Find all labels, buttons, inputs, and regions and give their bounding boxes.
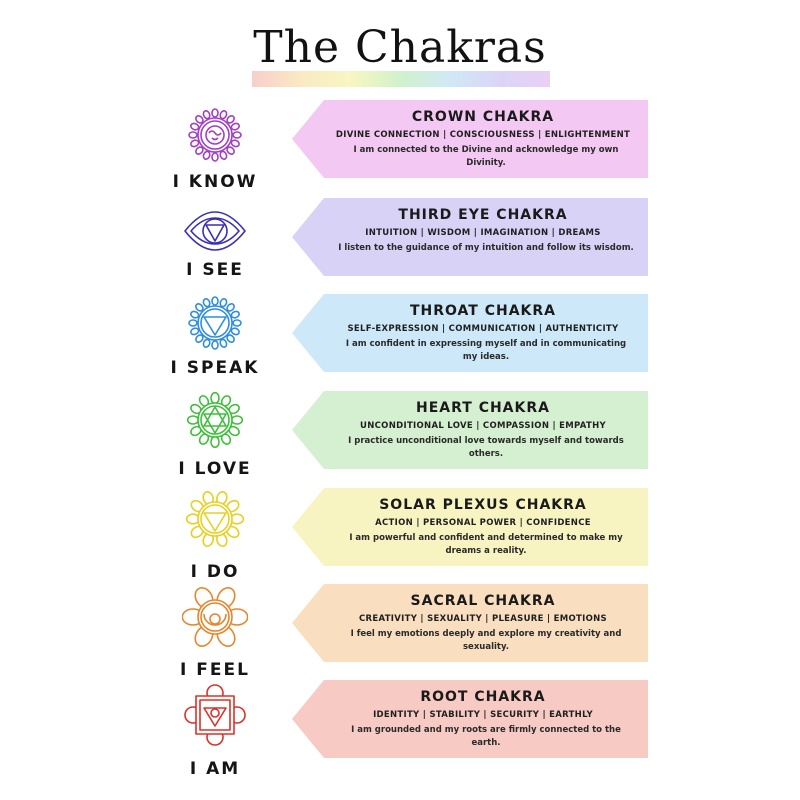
header: The Chakras bbox=[0, 18, 800, 88]
chakra-name: ROOT CHAKRA bbox=[420, 689, 546, 705]
heart-chakra-icon bbox=[182, 387, 248, 453]
chakra-keywords: IDENTITY | STABILITY | SECURITY | EARTHL… bbox=[373, 710, 593, 720]
chakra-keywords: INTUITION | WISDOM | IMAGINATION | DREAM… bbox=[365, 228, 601, 238]
chakra-card: SOLAR PLEXUS CHAKRA ACTION | PERSONAL PO… bbox=[292, 488, 648, 566]
affirmation-label: I DO bbox=[190, 562, 240, 582]
chakra-card: THIRD EYE CHAKRA INTUITION | WISDOM | IM… bbox=[292, 198, 648, 276]
sacral-chakra-icon bbox=[182, 584, 248, 650]
chakra-keywords: DIVINE CONNECTION | CONSCIOUSNESS | ENLI… bbox=[335, 130, 631, 140]
chakra-description: I am confident in expressing myself and … bbox=[345, 339, 627, 362]
chakra-name: THROAT CHAKRA bbox=[409, 303, 557, 319]
chakra-card: THROAT CHAKRA SELF-EXPRESSION | COMMUNIC… bbox=[292, 294, 648, 372]
chakra-row-root: I AM ROOT CHAKRA IDENTITY | STABILITY | … bbox=[0, 680, 800, 779]
affirmation-label: I SPEAK bbox=[170, 358, 260, 378]
page-title: The Chakras bbox=[253, 22, 547, 73]
chakra-name: CROWN CHAKRA bbox=[411, 109, 555, 125]
affirmation-label: I AM bbox=[189, 759, 241, 779]
chakra-card: CROWN CHAKRA DIVINE CONNECTION | CONSCIO… bbox=[292, 100, 648, 178]
title-rainbow-highlight bbox=[252, 71, 550, 87]
chakra-row-throat: I SPEAK THROAT CHAKRA SELF-EXPRESSION | … bbox=[0, 292, 800, 382]
chakra-name: HEART CHAKRA bbox=[416, 400, 550, 416]
chakra-card: ROOT CHAKRA IDENTITY | STABILITY | SECUR… bbox=[292, 680, 648, 758]
chakra-description: I practice unconditional love towards my… bbox=[348, 436, 624, 459]
affirmation-label: I LOVE bbox=[178, 459, 252, 479]
chakra-row-solar-plexus: I DO SOLAR PLEXUS CHAKRA ACTION | PERSON… bbox=[0, 486, 800, 582]
chakra-keywords: UNCONDITIONAL LOVE | COMPASSION | EMPATH… bbox=[360, 421, 606, 431]
throat-chakra-icon bbox=[182, 290, 248, 356]
chakra-description: I feel my emotions deeply and explore my… bbox=[350, 629, 622, 652]
chakra-card: SACRAL CHAKRA CREATIVITY | SEXUALITY | P… bbox=[292, 584, 648, 662]
chakra-name: SOLAR PLEXUS CHAKRA bbox=[379, 497, 587, 513]
chakra-description: I am powerful and confident and determin… bbox=[349, 533, 623, 556]
chakra-name: THIRD EYE CHAKRA bbox=[398, 207, 568, 223]
chakra-row-sacral: I FEEL SACRAL CHAKRA CREATIVITY | SEXUAL… bbox=[0, 582, 800, 680]
chakra-description: I am grounded and my roots are firmly co… bbox=[351, 725, 621, 748]
chakra-keywords: CREATIVITY | SEXUALITY | PLEASURE | EMOT… bbox=[359, 614, 607, 624]
affirmation-label: I SEE bbox=[186, 260, 244, 280]
chakra-row-third-eye: I SEE THIRD EYE CHAKRA INTUITION | WISDO… bbox=[0, 196, 800, 286]
solar-plexus-chakra-icon bbox=[182, 486, 248, 552]
chakra-card: HEART CHAKRA UNCONDITIONAL LOVE | COMPAS… bbox=[292, 391, 648, 469]
chakra-name: SACRAL CHAKRA bbox=[410, 593, 556, 609]
root-chakra-icon bbox=[182, 682, 248, 748]
chakra-description: I listen to the guidance of my intuition… bbox=[338, 243, 634, 253]
chakra-keywords: ACTION | PERSONAL POWER | CONFIDENCE bbox=[375, 518, 591, 528]
affirmation-label: I FEEL bbox=[180, 660, 250, 680]
third-eye-chakra-icon bbox=[182, 198, 248, 264]
chakra-row-heart: I LOVE HEART CHAKRA UNCONDITIONAL LOVE |… bbox=[0, 389, 800, 479]
affirmation-label: I KNOW bbox=[172, 172, 258, 192]
chakra-keywords: SELF-EXPRESSION | COMMUNICATION | AUTHEN… bbox=[347, 324, 619, 334]
chakra-description: I am connected to the Divine and acknowl… bbox=[353, 145, 619, 168]
chakra-row-crown: I KNOW CROWN CHAKRA DIVINE CONNECTION | … bbox=[0, 98, 800, 192]
crown-chakra-icon bbox=[182, 102, 248, 168]
